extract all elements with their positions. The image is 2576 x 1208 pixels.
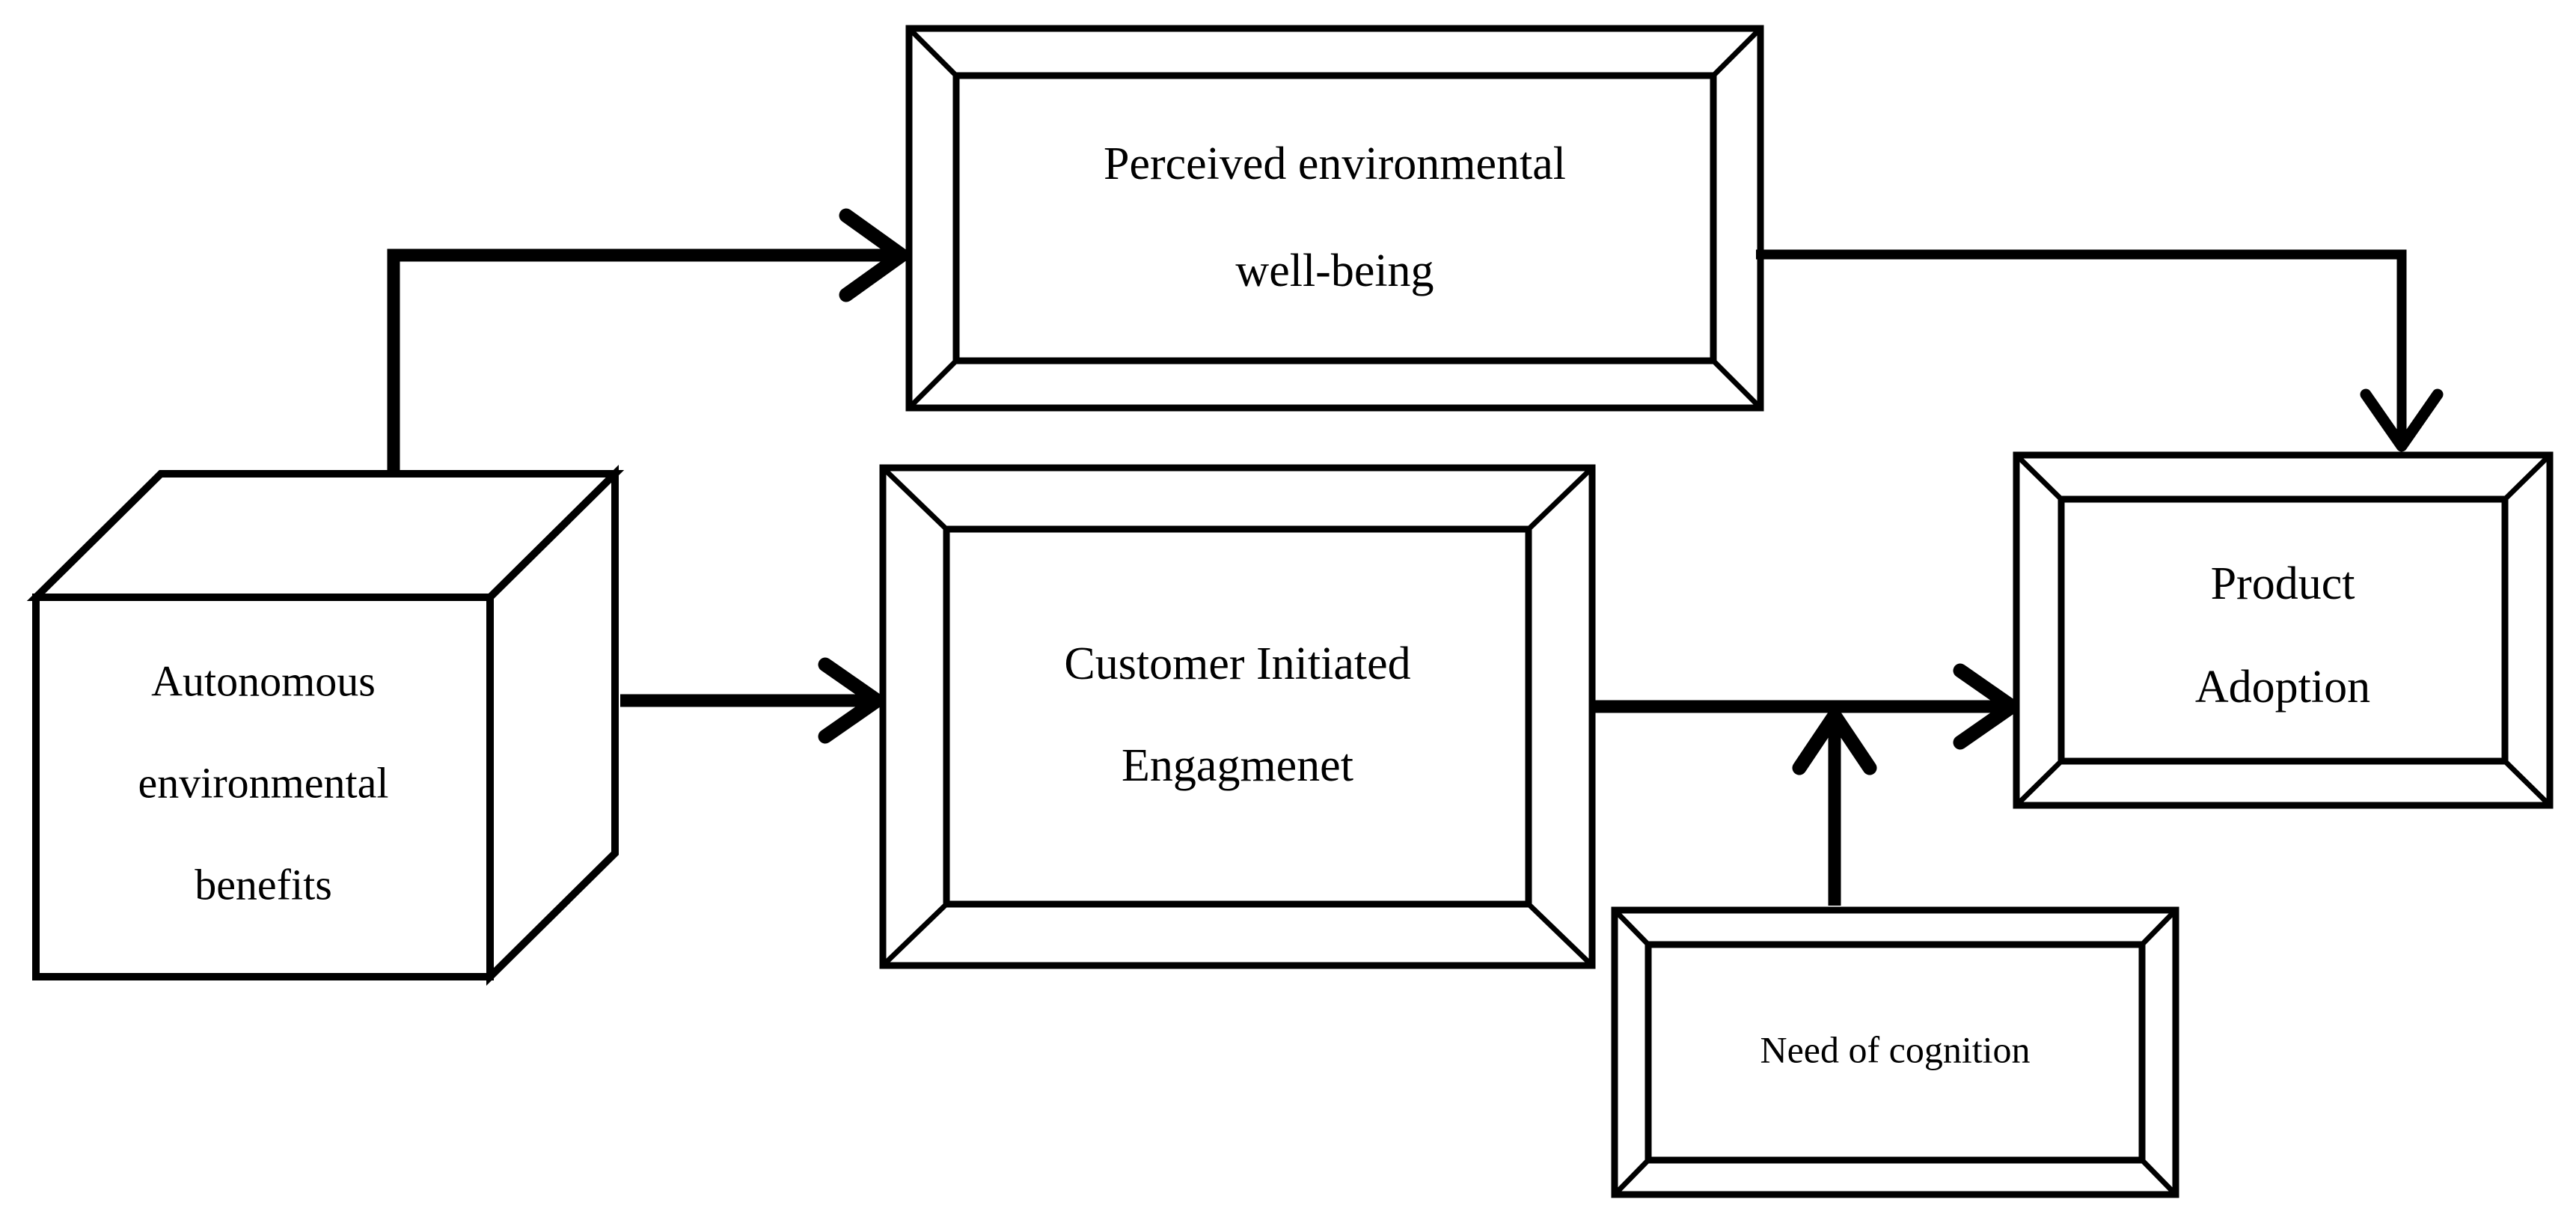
cube-front-face [32, 594, 494, 980]
edge-cognition-moderator[interactable] [1792, 708, 1877, 906]
node-customer-initiated-engagement[interactable]: Customer Initiated Engagmenet [879, 464, 1596, 969]
node-label-line2: environmental [138, 758, 388, 807]
node-label-line3: benefits [195, 860, 332, 909]
edge-benefits-to-engagement[interactable] [620, 657, 884, 744]
node-label-line2: well-being [1235, 245, 1434, 296]
arrowhead-up-icon [1792, 708, 1877, 775]
arrowhead-right-icon [818, 657, 884, 744]
node-bevel-corners [907, 26, 1763, 410]
edge-wellbeing-to-adoption[interactable] [1756, 249, 2444, 452]
node-label-line2: Adoption [2195, 662, 2370, 713]
node-bevel-corners [881, 466, 1594, 968]
node-label-line2: Engagmenet [1122, 740, 1353, 791]
node-label-line1: Need of cognition [1760, 1028, 2030, 1070]
node-bevel-corners [2014, 453, 2552, 808]
arrowhead-right-icon [839, 208, 909, 302]
arrowhead-right-icon [1953, 663, 2019, 750]
node-need-of-cognition[interactable]: Need of cognition [1611, 906, 2179, 1198]
node-inner-frame [1645, 941, 2146, 1164]
node-label-line1: Perceived environmental [1104, 138, 1566, 189]
edge-shaft [387, 248, 904, 473]
edge-shaft [1756, 249, 2407, 448]
node-label-line1: Customer Initiated [1064, 638, 1410, 689]
arrowhead-down-icon [2360, 388, 2444, 452]
node-autonomous-environmental-benefits[interactable]: Autonomous environmental benefits [26, 465, 625, 986]
node-label-line1: Autonomous [151, 656, 376, 705]
node-bevel-corners [1612, 908, 2178, 1197]
edge-engagement-to-adoption[interactable] [1589, 663, 2019, 750]
node-inner-frame [952, 72, 1717, 364]
node-product-adoption[interactable]: Product Adoption [2013, 451, 2554, 809]
node-perceived-environmental-well-being[interactable]: Perceived environmental well-being [905, 25, 1764, 412]
node-label-line1: Product [2211, 558, 2355, 609]
edge-benefits-to-wellbeing[interactable] [387, 208, 909, 473]
node-inner-frame [943, 525, 1532, 908]
node-inner-frame [2058, 495, 2509, 765]
